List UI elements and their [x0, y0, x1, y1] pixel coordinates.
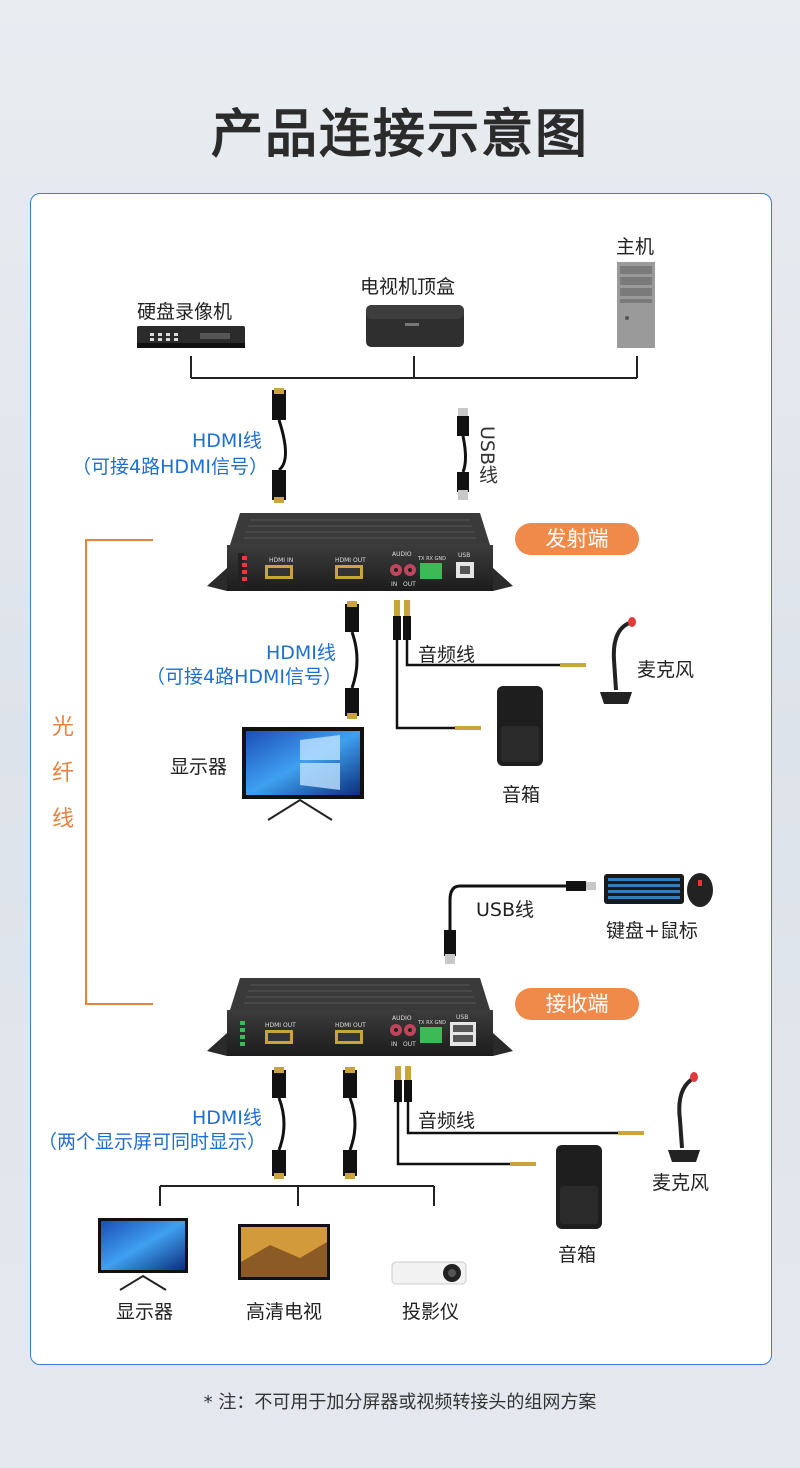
tx-port-hdmi-out: HDMI OUT [335, 557, 366, 564]
tx-port-txrx: TX RX GND [417, 556, 446, 562]
receiver-badge: 接收端 [515, 988, 639, 1020]
rx-hdmi-label: HDMI线 [192, 1107, 262, 1129]
footnote: * 注：不可用于加分屏器或视频转接头的组网方案 [203, 1392, 597, 1413]
tx-usb-label: USB线 [476, 426, 498, 485]
fiber-char-1: 光 [51, 715, 74, 740]
tx-hdmi-label: HDMI线 [192, 430, 262, 452]
rx-port-txrx: TX RX GND [417, 1020, 446, 1026]
rx-audio-out: OUT [403, 1041, 416, 1048]
page-title: 产品连接示意图 [210, 105, 589, 165]
rx-audio-in: IN [391, 1041, 397, 1048]
tx-monitor-hdmi-label: HDMI线 [266, 642, 336, 664]
tx-monitor-hdmi-cable [345, 601, 359, 719]
label-stb: 电视机顶盒 [360, 276, 456, 298]
tx-monitor [242, 727, 364, 821]
output-tv-label: 高清电视 [246, 1301, 323, 1323]
nvr-device [137, 326, 245, 348]
receiver-box [207, 978, 513, 1056]
pc-device [617, 262, 655, 348]
rx-port-audio: AUDIO [392, 1015, 412, 1022]
tx-monitor-hdmi-note: （可接4路HDMI信号） [146, 666, 343, 688]
rx-port-usb: USB [456, 1014, 468, 1021]
rx-audio-cables [396, 1100, 618, 1166]
kbm-label: 键盘+鼠标 [606, 920, 698, 942]
rx-mic-label: 麦克风 [652, 1172, 710, 1194]
tx-mic-label: 麦克风 [637, 659, 695, 681]
tx-mic [600, 617, 636, 704]
label-nvr: 硬盘录像机 [137, 301, 233, 323]
rx-tv [238, 1224, 330, 1280]
tx-speaker-label: 音箱 [502, 784, 541, 806]
rx-port-hdmi-out-2: HDMI OUT [335, 1022, 366, 1029]
fiber-char-2: 纤 [51, 761, 74, 786]
source-bracket [190, 356, 638, 379]
tx-audio-label: 音频线 [418, 644, 476, 666]
rx-port-hdmi-out-1: HDMI OUT [265, 1022, 296, 1029]
tx-port-audio: AUDIO [392, 551, 412, 558]
rx-audio-label: 音频线 [418, 1110, 476, 1132]
rx-speaker [556, 1145, 602, 1229]
tx-audio-out: OUT [403, 581, 416, 588]
tx-speaker [497, 686, 543, 766]
rx-speaker-label: 音箱 [558, 1244, 597, 1266]
rx-hdmi-cables [272, 1067, 357, 1179]
stb-device [366, 305, 464, 347]
output-monitor-label: 显示器 [116, 1301, 174, 1323]
tx-usb-cable [457, 408, 469, 500]
transmitter-box [207, 513, 513, 591]
rx-hdmi-note: （两个显示屏可同时显示） [38, 1131, 267, 1153]
rx-usb-label: USB线 [476, 899, 535, 921]
rx-projector [391, 1261, 467, 1285]
tx-audio-cables [395, 640, 560, 730]
transmitter-badge: 发射端 [515, 523, 639, 555]
tx-monitor-label: 显示器 [170, 756, 228, 778]
diagram-panel [30, 193, 772, 1365]
rx-usb-cable [444, 881, 596, 964]
tx-hdmi-note: （可接4路HDMI信号） [72, 456, 269, 478]
fiber-char-3: 线 [51, 807, 74, 832]
tx-port-usb: USB [458, 552, 470, 559]
fiber-bracket [85, 539, 153, 1005]
tx-port-hdmi-in: HDMI IN [269, 557, 293, 564]
tx-hdmi-cable [272, 388, 287, 503]
output-bracket [159, 1185, 435, 1206]
label-pc: 主机 [616, 236, 655, 258]
keyboard-mouse [604, 873, 713, 907]
rx-mic [668, 1072, 700, 1162]
rx-monitor [98, 1218, 188, 1291]
tx-audio-in: IN [391, 581, 397, 588]
output-projector-label: 投影仪 [402, 1301, 460, 1323]
fiber-label: 光 纤 线 [48, 705, 78, 843]
